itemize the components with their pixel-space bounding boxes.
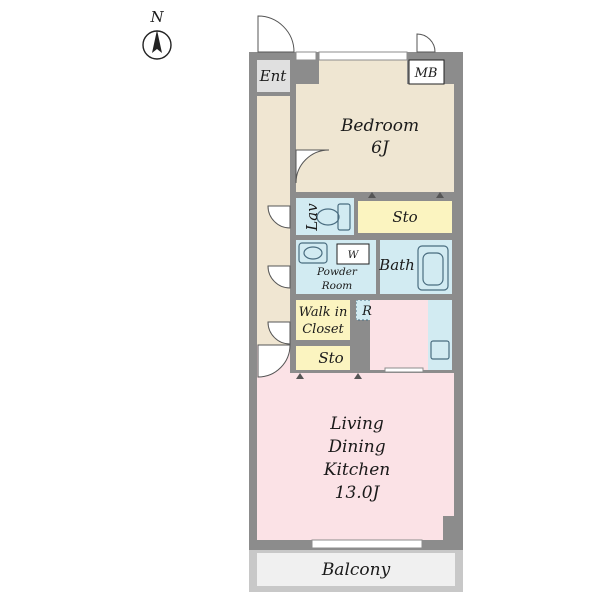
sto-door-marker-1 xyxy=(368,192,376,198)
ldk-label-3: Kitchen xyxy=(323,460,390,480)
lavatory-door xyxy=(267,205,291,229)
north-label: N xyxy=(149,8,164,26)
closet-label-1: Walk in xyxy=(299,305,348,320)
front-door xyxy=(257,15,295,53)
storage-upper-label: Sto xyxy=(392,208,417,226)
window-ldk xyxy=(311,539,423,549)
lavatory-label: Lav xyxy=(303,203,321,232)
bath-area xyxy=(380,240,452,294)
washer-box xyxy=(336,243,370,265)
partition-bedroom xyxy=(296,192,454,198)
sto-lower-marker-1 xyxy=(296,373,304,379)
ldk-label-1: Living xyxy=(329,414,384,434)
balcony-label: Balcony xyxy=(321,560,391,580)
closet-door xyxy=(267,321,291,345)
bath-label: Bath xyxy=(378,256,415,274)
closet-label-2: Closet xyxy=(302,322,344,337)
partition-hall xyxy=(290,92,296,373)
window-bedroom xyxy=(318,51,408,61)
meter-box-door xyxy=(416,33,436,53)
sto-door-marker-2 xyxy=(436,192,444,198)
entrance-area xyxy=(257,60,290,92)
bedroom-door xyxy=(295,149,330,184)
ldk-area xyxy=(257,373,454,540)
hall-area xyxy=(257,60,290,345)
stove-icon xyxy=(430,340,450,360)
storage-lower-area xyxy=(296,346,350,370)
bedroom-size: 6J xyxy=(371,138,390,158)
meter-box-label: MB xyxy=(414,66,438,81)
partition-powder-closet xyxy=(296,294,454,300)
entrance-label: Ent xyxy=(259,67,288,85)
powder-room-label-2: Room xyxy=(321,280,353,292)
partition-entrance xyxy=(257,92,290,96)
bedroom-label: Bedroom xyxy=(340,116,419,136)
partition-lav-powder xyxy=(296,235,454,240)
balcony-area xyxy=(257,553,455,586)
storage-upper-area xyxy=(358,201,452,233)
powder-room-label-1: Powder xyxy=(316,266,358,278)
ldk-size: 13.0J xyxy=(335,483,381,503)
ldk-label-2: Dining xyxy=(327,437,385,457)
ldk-door xyxy=(257,344,291,378)
refrigerator-label: R xyxy=(361,304,372,319)
window-entrance xyxy=(295,51,317,61)
partition-closet-sto xyxy=(296,340,350,346)
window-kitchen xyxy=(384,367,424,373)
bedroom-alcove xyxy=(319,60,407,86)
bedroom-area xyxy=(296,84,454,192)
sto-lower-marker-2 xyxy=(354,373,362,379)
meter-box xyxy=(408,59,445,85)
washer-label: W xyxy=(348,249,360,261)
north-arrow-icon: N xyxy=(142,8,172,60)
partition-powder-bath xyxy=(376,240,380,294)
partition-closet-kitchen xyxy=(350,300,356,370)
partition-lav-sto xyxy=(354,198,358,235)
partition-ldk-top xyxy=(290,370,454,373)
wash-basin-icon xyxy=(298,242,328,264)
storage-lower-label: Sto xyxy=(318,349,343,367)
bathtub-icon xyxy=(417,245,449,291)
powder-room-door xyxy=(267,265,291,289)
walk-in-closet-area xyxy=(296,300,350,340)
toilet-icon xyxy=(316,203,351,231)
